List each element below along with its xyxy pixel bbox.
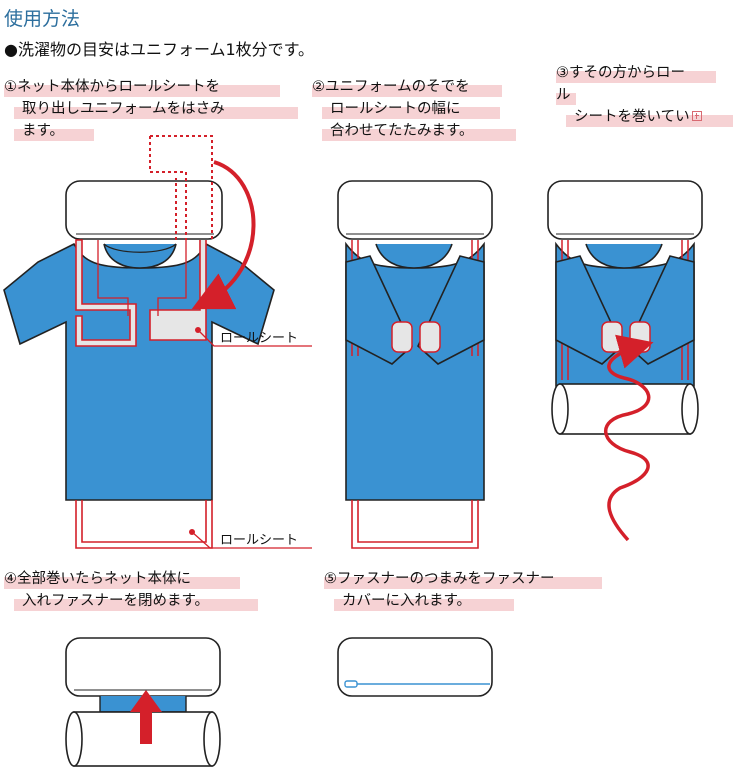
step-line: ロールシートの幅に [312, 98, 500, 120]
roll-sheet-bottom [75, 500, 213, 549]
roll-sheet [75, 239, 137, 347]
step-line: 入れファスナーを閉めます。 [4, 590, 258, 612]
step-line: シートを巻いてい [556, 106, 733, 128]
rolling-spiral-arrow [604, 334, 654, 542]
step-2-instruction: ②ユニフォームのそでを ロールシートの幅に 合わせてたたみます。 [312, 76, 516, 142]
step-4-illustration [65, 637, 221, 767]
step-5-instruction: ⑤ファスナーのつまみをファスナー カバーに入れます。 [324, 568, 602, 612]
net-bag [337, 180, 493, 240]
step-line: 合わせてたたみます。 [312, 120, 516, 142]
step-line: ①ネット本体からロールシートを [4, 76, 280, 98]
step-line: 取り出しユニフォームをはさみ [4, 98, 298, 120]
step-line: ②ユニフォームのそでを [312, 76, 502, 98]
closed-net-bag [337, 637, 493, 697]
step-2-illustration [337, 180, 493, 549]
step-1-illustration [3, 135, 312, 549]
expand-icon[interactable] [691, 111, 702, 121]
step-line: カバーに入れます。 [324, 590, 514, 612]
insert-arrow [191, 160, 256, 310]
net-bag [65, 637, 221, 697]
step-5-illustration [337, 637, 493, 697]
step-3-illustration [547, 180, 703, 542]
step-line: ル [556, 84, 576, 106]
step-3-instruction: ③すその方からロー ル シートを巻いてい [556, 62, 733, 128]
roll-sheet-label-lower: ロールシート [220, 533, 298, 548]
pulled-roll-sheet [149, 135, 213, 240]
step-line: ⑤ファスナーのつまみをファスナー [324, 568, 602, 590]
zipper-pull [344, 680, 358, 688]
net-bag [65, 180, 223, 240]
step-line: ます。 [4, 120, 94, 142]
page-title: 使用方法 [4, 8, 81, 30]
rolled-sheet [559, 383, 691, 435]
step-1-instruction: ①ネット本体からロールシートを 取り出しユニフォームをはさみ ます。 [4, 76, 298, 142]
step-line: ③すその方からロー [556, 62, 716, 84]
page-subtitle: ●洗濯物の目安はユニフォーム1枚分です。 [4, 40, 315, 59]
roll-sheet-label-upper: ロールシート [220, 331, 298, 346]
net-bag [547, 180, 703, 240]
push-in-arrow [130, 690, 162, 744]
step-line: ④全部巻いたらネット本体に [4, 568, 240, 590]
step-4-instruction: ④全部巻いたらネット本体に 入れファスナーを閉めます。 [4, 568, 258, 612]
